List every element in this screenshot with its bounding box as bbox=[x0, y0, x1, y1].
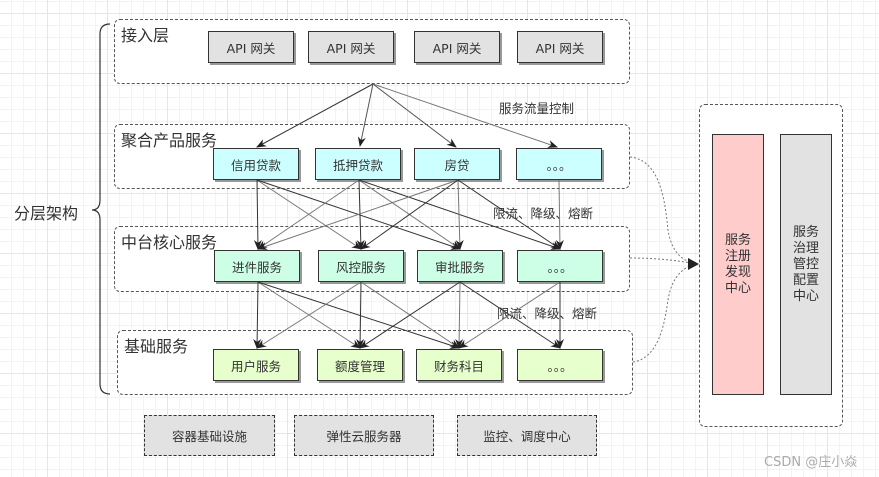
service-registry-center[interactable]: 服务 注册 发现 中心 bbox=[712, 134, 764, 395]
infra-monitoring[interactable]: 监控、调度中心 bbox=[457, 415, 597, 456]
product-core-arrow bbox=[360, 179, 459, 250]
core-node[interactable]: 进件服务 bbox=[214, 250, 300, 282]
core-base-arrow bbox=[458, 281, 561, 349]
product-core-arrow bbox=[257, 179, 360, 250]
infra-container[interactable]: 容器基础设施 bbox=[144, 415, 275, 456]
product-core-arrow bbox=[457, 179, 561, 250]
product-core-arrow bbox=[455, 179, 464, 250]
product-core-arrow bbox=[356, 179, 365, 250]
architecture-label: 分层架构 bbox=[14, 204, 79, 223]
base-node[interactable]: 额度管理 bbox=[317, 349, 403, 381]
product-node[interactable]: 房贷 bbox=[414, 148, 500, 180]
product-layer-title: 聚合产品服务 bbox=[121, 131, 218, 150]
core-base-arrow bbox=[455, 281, 464, 349]
degrade-note-2: 限流、降级、熔断 bbox=[497, 306, 598, 321]
product-node[interactable]: 抵押贷款 bbox=[315, 148, 401, 180]
registry-arrowhead bbox=[688, 258, 699, 270]
gateway-arrow bbox=[357, 83, 374, 147]
core-base-arrow bbox=[257, 281, 460, 349]
service-governance-center[interactable]: 服务 治理 管控 配置 中心 bbox=[780, 134, 832, 395]
product-core-arrow bbox=[555, 179, 564, 250]
product-core-arrow bbox=[257, 179, 459, 250]
infra-cloud-server[interactable]: 弹性云服务器 bbox=[294, 415, 434, 456]
product-node[interactable]: 。。。 bbox=[516, 148, 602, 180]
core-node[interactable]: 风控服务 bbox=[318, 250, 404, 282]
base-layer-title: 基础服务 bbox=[124, 337, 189, 356]
product-registry-link bbox=[629, 156, 698, 265]
core-base-arrow bbox=[356, 281, 365, 349]
core-node[interactable]: 审批服务 bbox=[417, 250, 503, 282]
watermark: CSDN @庄小焱 bbox=[764, 455, 858, 470]
core-registry-link bbox=[629, 257, 698, 265]
product-node[interactable]: 信用贷款 bbox=[213, 148, 299, 180]
base-node[interactable]: 财务科目 bbox=[416, 349, 502, 381]
core-layer-title: 中台核心服务 bbox=[121, 233, 218, 252]
base-node[interactable]: 。。。 bbox=[517, 349, 603, 381]
core-base-arrow bbox=[256, 281, 362, 349]
api-gateway-node[interactable]: API 网关 bbox=[208, 31, 294, 63]
product-core-arrow bbox=[253, 179, 262, 250]
core-base-arrow bbox=[359, 281, 461, 349]
access-layer-title: 接入层 bbox=[121, 26, 170, 45]
api-gateway-node[interactable]: API 网关 bbox=[517, 31, 603, 63]
base-node[interactable]: 用户服务 bbox=[213, 349, 299, 381]
api-gateway-node[interactable]: API 网关 bbox=[308, 31, 394, 63]
gateway-arrow bbox=[256, 83, 374, 148]
core-base-arrow bbox=[253, 281, 262, 349]
gateway-arrow bbox=[372, 83, 558, 148]
core-node[interactable]: 。。。 bbox=[517, 250, 603, 282]
base-registry-link bbox=[632, 263, 698, 363]
traffic-control-note: 服务流量控制 bbox=[499, 101, 575, 116]
api-gateway-node[interactable]: API 网关 bbox=[414, 31, 500, 63]
gateway-arrow bbox=[372, 83, 457, 148]
degrade-note-1: 限流、降级、熔断 bbox=[493, 206, 594, 221]
